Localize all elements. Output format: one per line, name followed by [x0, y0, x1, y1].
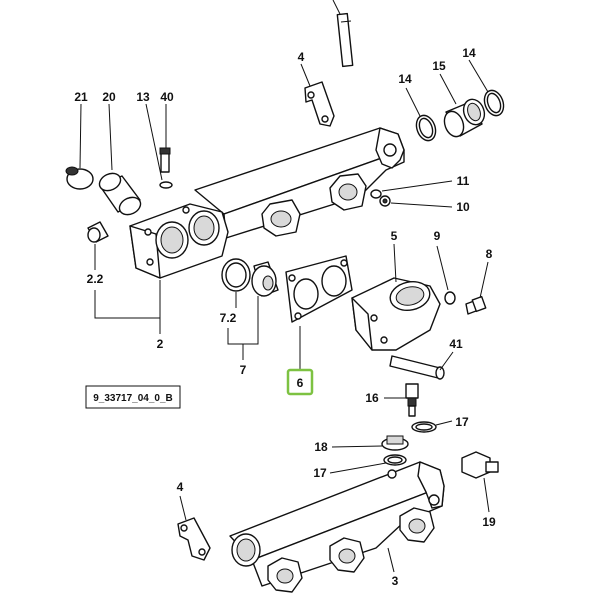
callout-2[interactable]: 2 [157, 337, 164, 351]
callout-40[interactable]: 40 [160, 90, 174, 104]
callout-labels: 21 20 13 40 4 14 15 14 11 10 2.2 2 7.2 7… [74, 46, 496, 588]
drain-plug-part [461, 451, 499, 513]
washer-nut-parts [370, 180, 453, 208]
callout-14-left[interactable]: 14 [398, 72, 412, 86]
reference-code-text: 9_33717_04_0_B [93, 393, 173, 404]
thermostat-part [221, 258, 279, 360]
callout-7-2[interactable]: 7.2 [220, 311, 237, 325]
callout-9[interactable]: 9 [434, 229, 441, 243]
fitting-part [145, 103, 173, 189]
callout-3[interactable]: 3 [392, 574, 399, 588]
hose-clamp-part [65, 103, 94, 190]
callout-19[interactable]: 19 [482, 515, 496, 529]
callout-20[interactable]: 20 [102, 90, 116, 104]
callout-13[interactable]: 13 [136, 90, 150, 104]
bracket-part-bottom [177, 495, 211, 561]
callout-6[interactable]: 6 [297, 376, 304, 390]
oring-plug-group-lower [329, 420, 453, 474]
top-bolt-part [332, 0, 354, 68]
stud-part [389, 351, 454, 380]
callout-17-left[interactable]: 17 [313, 466, 327, 480]
callout-4-top[interactable]: 4 [298, 50, 305, 64]
callout-8[interactable]: 8 [486, 247, 493, 261]
reference-code-box: 9_33717_04_0_B [85, 385, 181, 409]
callout-16[interactable]: 16 [365, 391, 379, 405]
callout-21[interactable]: 21 [74, 90, 88, 104]
callout-18[interactable]: 18 [314, 440, 328, 454]
lower-manifold-part [229, 461, 445, 593]
callout-14-right[interactable]: 14 [462, 46, 476, 60]
callout-2-2[interactable]: 2.2 [87, 272, 104, 286]
callout-4-bottom[interactable]: 4 [177, 480, 184, 494]
callout-17-right[interactable]: 17 [455, 415, 469, 429]
callout-7[interactable]: 7 [240, 363, 247, 377]
callout-highlight-box[interactable] [286, 368, 314, 396]
oring-group-top-right [405, 59, 505, 142]
sensor-part [384, 383, 419, 417]
plug-part [87, 221, 109, 270]
callout-11[interactable]: 11 [457, 174, 470, 188]
upper-manifold-part [129, 127, 405, 279]
washer-bolt-parts [436, 245, 489, 315]
callout-5[interactable]: 5 [391, 229, 398, 243]
callout-15[interactable]: 15 [432, 59, 446, 73]
hose-part [98, 103, 142, 216]
callout-10[interactable]: 10 [456, 200, 470, 214]
bracket-part-top [300, 63, 335, 127]
callout-41[interactable]: 41 [449, 337, 463, 351]
gasket-part [285, 255, 353, 370]
outlet-housing-part [351, 243, 441, 351]
